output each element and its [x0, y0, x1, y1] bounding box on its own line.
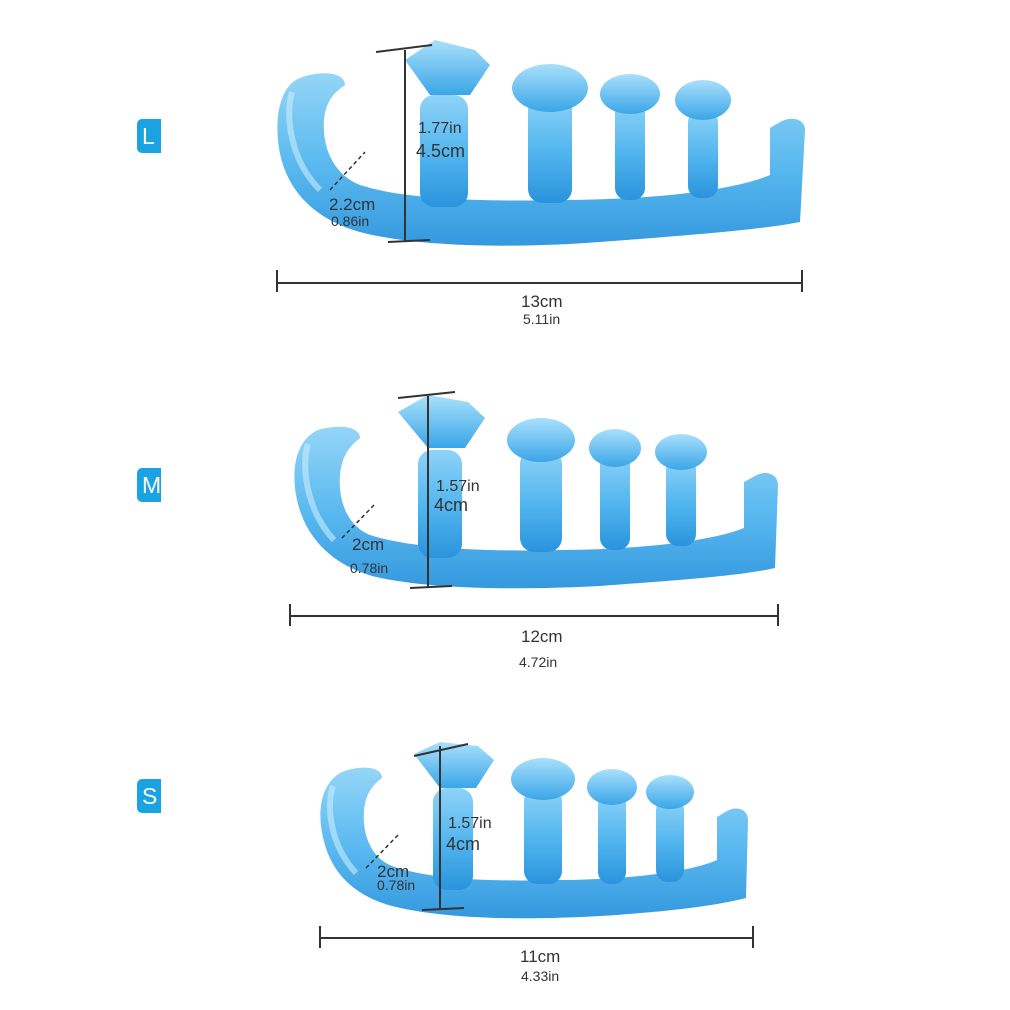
toe-separator-m-image	[289, 391, 779, 626]
size-row-s: S 1.57in 4cm 2cm	[0, 680, 1010, 1010]
height-cm-label-m: 4cm	[434, 495, 469, 515]
size-row-m: M 1.57in 4cm 2cm	[0, 340, 1010, 680]
length-inches-label-l: 5.11in	[523, 311, 561, 327]
length-inches-label-m: 4.72in	[519, 654, 558, 670]
height-cm-label-l: 4.5cm	[416, 141, 466, 161]
toe-separator-s-image	[319, 742, 754, 948]
height-inches-label-s: 1.57in	[448, 815, 492, 832]
size-badge-s: S	[137, 779, 161, 813]
length-cm-label-l: 13cm	[521, 292, 563, 311]
size-badge-m: M	[137, 468, 161, 502]
height-inches-label-l: 1.77in	[418, 120, 462, 137]
width-cm-label-s: 2cm	[377, 862, 410, 881]
width-cm-label-l: 2.2cm	[329, 195, 376, 214]
length-cm-label-m: 12cm	[521, 627, 563, 646]
length-inches-label-s: 4.33in	[521, 968, 560, 984]
height-inches-label-m: 1.57in	[436, 478, 480, 495]
height-cm-label-s: 4cm	[446, 834, 481, 854]
width-inches-label-s: 0.78in	[377, 877, 416, 893]
size-badge-l: L	[137, 119, 161, 153]
width-inches-label-m: 0.78in	[350, 560, 389, 576]
size-row-l: L	[0, 0, 1010, 340]
toe-separator-l-image	[276, 40, 805, 292]
width-inches-label-l: 0.86in	[331, 213, 370, 229]
length-cm-label-s: 11cm	[520, 947, 561, 966]
width-cm-label-m: 2cm	[352, 535, 385, 554]
